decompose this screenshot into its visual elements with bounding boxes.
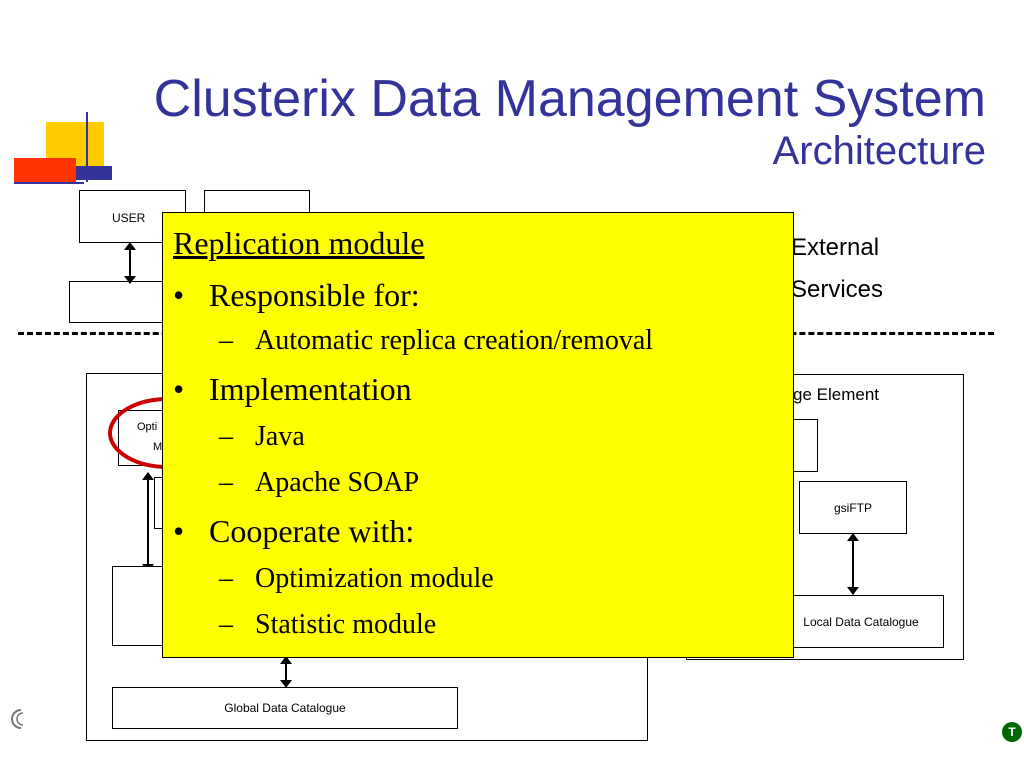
callout-title: Replication module <box>173 225 425 261</box>
opti-fragment: Opti <box>137 421 158 433</box>
callout-subitem-optimization: –Optimization module <box>219 563 494 594</box>
decor-blue-bar <box>76 166 112 180</box>
dash-icon: – <box>219 421 233 452</box>
slide-title: Clusterix Data Management System <box>153 70 986 128</box>
t-logo-icon: T <box>1002 722 1022 742</box>
dash-icon: – <box>219 467 233 498</box>
replication-module-callout: Replication module •Responsible for: –Au… <box>162 212 794 658</box>
callout-subitem-statistic: –Statistic module <box>219 609 437 640</box>
callout-subitem-java: –Java <box>219 421 305 452</box>
inner-lower-box <box>112 566 166 646</box>
dash-icon: – <box>219 563 233 594</box>
decor-horizontal-line <box>14 182 84 184</box>
slide-title-block: Clusterix Data Management System Archite… <box>154 70 986 174</box>
m-fragment: M <box>153 441 163 453</box>
global-arrow <box>280 656 292 688</box>
gsiftp-arrow <box>847 533 859 595</box>
callout-subitem-replica: –Automatic replica creation/removal <box>219 325 654 356</box>
dash-icon: – <box>219 609 233 640</box>
global-catalogue-label: Global Data Catalogue <box>224 701 346 715</box>
slide-subtitle: Architecture <box>772 129 986 173</box>
local-catalogue-box: Local Data Catalogue <box>778 595 944 648</box>
services-label: Services <box>791 276 884 303</box>
user-arrow <box>124 242 136 284</box>
external-label: External <box>791 234 880 261</box>
gsiftp-box: gsiFTP <box>799 481 907 534</box>
callout-item-responsible: •Responsible for: <box>173 277 420 313</box>
institution-logo-icon <box>11 709 24 729</box>
local-catalogue-label: Local Data Catalogue <box>803 614 919 629</box>
dash-icon: – <box>219 325 233 356</box>
inner-arrow <box>142 472 154 572</box>
access-box <box>69 281 169 323</box>
callout-item-implementation: •Implementation <box>173 371 412 407</box>
bullet-icon: • <box>173 277 185 313</box>
decor-red-bar <box>14 158 76 182</box>
callout-item-cooperate: •Cooperate with: <box>173 513 415 549</box>
bullet-icon: • <box>173 371 185 407</box>
user-label: USER <box>112 211 146 225</box>
global-catalogue-box: Global Data Catalogue <box>112 687 458 729</box>
callout-subitem-soap: –Apache SOAP <box>219 467 420 498</box>
bullet-icon: • <box>173 513 185 549</box>
decor-vertical-line <box>86 112 88 182</box>
storage-element-label: ge Element <box>793 385 879 404</box>
gsiftp-label: gsiFTP <box>833 500 872 515</box>
